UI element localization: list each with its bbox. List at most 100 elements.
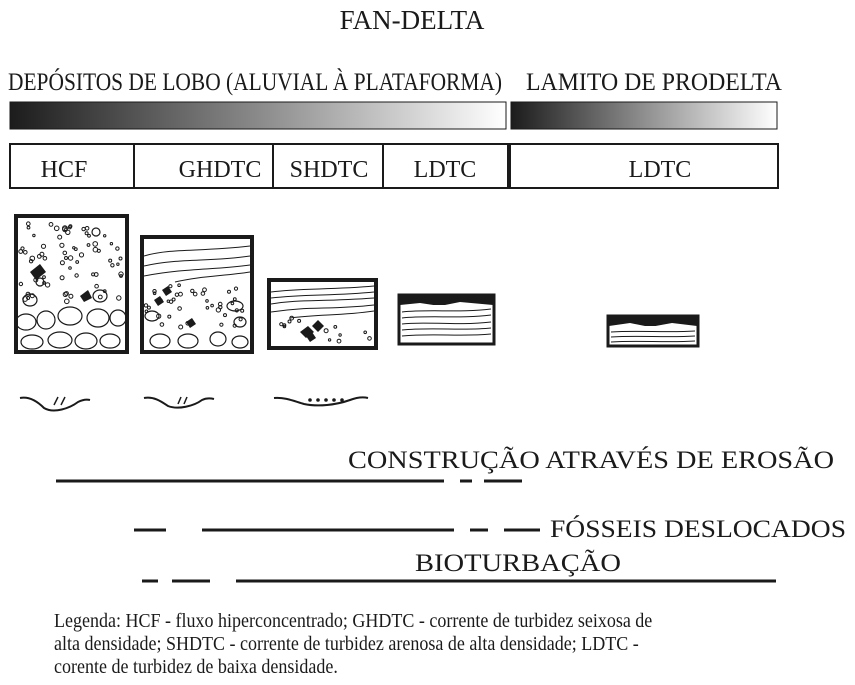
legend-line: Legenda: HCF - fluxo hiperconcentrado; G… [54, 610, 653, 632]
sand-grain [72, 246, 76, 250]
sand-grain [118, 271, 124, 277]
sand-grain [59, 242, 65, 248]
shdtc-layered-fill [271, 285, 374, 344]
sand-grain [223, 313, 227, 318]
sand-grain [119, 274, 123, 278]
sand-grain [327, 338, 332, 342]
scour-symbol-hcf [19, 396, 91, 412]
ghdtc-facies-block [140, 235, 254, 354]
sand-grain [42, 256, 48, 261]
sand-grain [42, 275, 46, 280]
facies-label-shdtc: SHDTC [290, 157, 369, 183]
legend: Legenda: HCF - fluxo hiperconcentrado; G… [54, 610, 765, 679]
sand-grain [92, 241, 98, 247]
sand-grain [152, 291, 157, 296]
sand-grain [152, 289, 157, 294]
sand-grain [205, 306, 210, 310]
sand-grain [110, 263, 115, 268]
sand-grain [91, 272, 96, 277]
sand-grain [103, 234, 107, 238]
ldtc-lobe-facies-block [397, 293, 496, 346]
sand-grain [297, 318, 302, 323]
facies-label-ldtc-prodelta: LDTC [629, 157, 692, 183]
hcf-gravel-fill [18, 221, 125, 350]
sand-grain [62, 291, 68, 297]
scour-symbol-shdtc [273, 396, 369, 407]
sand-grain [219, 322, 224, 327]
sand-grain [174, 292, 180, 297]
sand-grain [68, 293, 74, 299]
sand-grain [92, 246, 99, 253]
sand-grain [144, 303, 149, 308]
sand-grain [97, 294, 103, 300]
sand-grain [86, 243, 91, 247]
sand-grain [28, 259, 34, 264]
facies-row [9, 143, 779, 189]
sand-grain [32, 233, 36, 238]
sand-grain [68, 266, 72, 270]
ghdtc-layered-fill [144, 245, 250, 349]
sand-grain [40, 243, 47, 249]
sand-grain [205, 299, 209, 303]
sand-grain [84, 226, 90, 231]
sand-grain [177, 306, 182, 311]
sand-grain [367, 336, 372, 341]
sand-grain [190, 288, 195, 294]
lobe-gradient-bar [9, 101, 507, 130]
sand-grain [230, 301, 235, 306]
sand-grain [168, 284, 173, 289]
facies-label-ldtc-lobe: LDTC [414, 157, 477, 183]
sand-grain [240, 308, 245, 313]
sand-grain [26, 225, 31, 230]
sand-grain [289, 315, 295, 321]
sand-grain [94, 283, 99, 289]
sand-grain [53, 225, 60, 232]
ldtc-prodelta-facies-block [606, 314, 700, 348]
sand-grain [44, 282, 51, 288]
sand-grain [210, 303, 214, 308]
sand-grain [178, 324, 184, 330]
sand-grain [323, 328, 329, 334]
sand-grain [118, 256, 123, 261]
sand-grain [84, 231, 89, 236]
sand-grain [64, 256, 68, 260]
sand-grain [67, 225, 72, 230]
sand-grain [233, 286, 239, 291]
bioturbation-label: BIOTURBAÇÃO [415, 549, 621, 577]
hcf-facies-block [14, 214, 129, 354]
sand-grain [159, 322, 165, 327]
sand-grain [338, 333, 342, 337]
sand-grain [279, 322, 284, 327]
sand-grain [62, 250, 68, 256]
prodelta-mud-header: LAMITO DE PRODELTA [526, 69, 782, 96]
sand-grain [87, 233, 91, 238]
sand-grain [109, 242, 114, 246]
sand-grain [227, 289, 231, 294]
sand-grain [75, 260, 80, 264]
sand-grain [177, 283, 181, 288]
sand-grain [232, 297, 237, 302]
sand-grain [171, 297, 176, 302]
sand-grain [178, 291, 183, 297]
sand-grain [116, 262, 120, 266]
sand-grain [64, 291, 69, 296]
legend-line: alta densidade; SHDTC - corrente de turb… [54, 633, 639, 655]
sand-grain [74, 273, 79, 278]
sand-grain [200, 291, 206, 296]
diagram-title: FAN-DELTA [340, 5, 485, 35]
shdtc-facies-block [267, 278, 378, 350]
sand-grain [57, 234, 63, 240]
facies-label-hcf: HCF [41, 157, 88, 183]
sand-grain [287, 319, 292, 324]
displaced-fossils-label: FÓSSEIS DESLOCADOS [550, 515, 846, 543]
lobe-deposits-header: DEPÓSITOS DE LOBO (ALUVIAL À PLATAFORMA) [8, 68, 502, 96]
sand-grain [18, 281, 24, 287]
sand-grain [78, 252, 85, 258]
sand-grain [48, 222, 54, 227]
sand-grain [59, 275, 65, 281]
sand-grain [81, 226, 86, 232]
sand-grain [59, 260, 65, 266]
facies-label-ghdtc: GHDTC [179, 157, 262, 183]
